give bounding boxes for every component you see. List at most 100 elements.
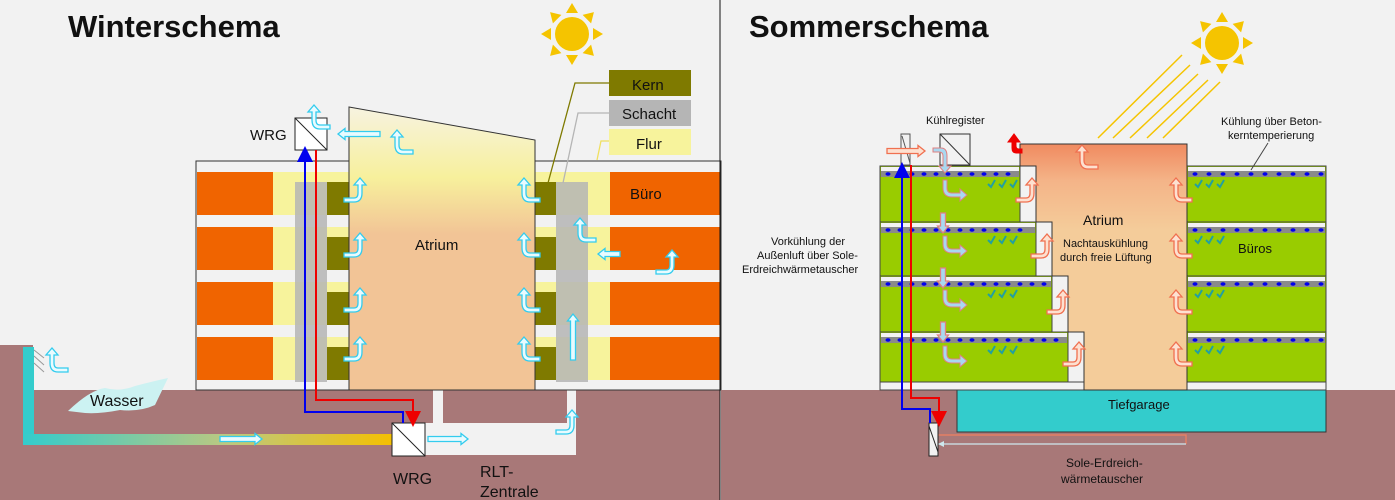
summer-title: Sommerschema <box>749 9 989 44</box>
sun-ray <box>1200 21 1212 33</box>
nacht-label-1: Nachtauskühlung <box>1063 238 1148 250</box>
cooling-pipe-dot <box>1262 338 1268 342</box>
air-arrow-icon <box>942 289 968 313</box>
cooling-pipe-dot <box>1192 172 1198 176</box>
concrete-slab <box>1188 227 1325 233</box>
air-arrow-icon <box>936 321 950 344</box>
winter-panel: Wasser Atrium Büro WRG WRG RLT- Zentrale <box>0 3 722 500</box>
floor-slab-top <box>881 333 1067 337</box>
supply-pipe-blue <box>297 146 404 423</box>
sun-ray <box>566 55 578 65</box>
bueros-label: Büros <box>1238 241 1272 256</box>
sun-ray <box>582 44 594 56</box>
cooling-pipe-dot <box>1304 338 1310 342</box>
sun-ray <box>541 28 551 40</box>
atrium-summer <box>1019 143 1188 391</box>
cooling-pipe-dot <box>1017 228 1023 232</box>
cooling-pipe-dot <box>1005 338 1011 342</box>
cooling-pipe-dot <box>1276 228 1282 232</box>
sun-ray <box>566 3 578 13</box>
air-arrow-icon <box>516 287 541 313</box>
cooling-pipe-dot <box>945 338 951 342</box>
air-arrow-icon <box>219 432 264 446</box>
cooling-pipe-dot <box>1234 282 1240 286</box>
cooling-pipe-dot <box>993 172 999 176</box>
cooling-pipe-dot <box>1262 228 1268 232</box>
cooling-pipe-dot <box>933 282 939 286</box>
cooling-pipe-dot <box>957 282 963 286</box>
cooling-arrow <box>1205 345 1214 355</box>
cooling-pipe-dot <box>1041 338 1047 342</box>
cooling-pipe-dot <box>885 172 891 176</box>
core <box>535 182 556 215</box>
air-arrow-icon <box>1015 177 1040 203</box>
cooling-pipe-dot <box>1192 228 1198 232</box>
water-shape <box>68 378 168 414</box>
office-room <box>610 282 720 325</box>
air-arrow-icon <box>343 287 368 313</box>
kuehlung-label-2: kerntemperierung <box>1228 130 1314 142</box>
cooling-pipe-dot <box>1276 338 1282 342</box>
sun-ray <box>1232 53 1244 65</box>
cooling-pipe-dot <box>885 282 891 286</box>
cooling-arrow <box>1205 179 1214 189</box>
cooling-arrow <box>998 179 1007 189</box>
kuehlung-label-1: Kühlung über Beton- <box>1221 116 1322 128</box>
cooling-pipe-dot <box>1248 172 1254 176</box>
vork-label-1: Vorkühlung der <box>771 236 845 248</box>
cooling-pipe-dot <box>1017 338 1023 342</box>
cooling-arrow <box>1009 289 1018 299</box>
floor-slab-top <box>881 277 1051 281</box>
sole-label-2: wärmetauscher <box>1060 472 1143 486</box>
cooling-pipe-dot <box>1017 282 1023 286</box>
cooling-arrow <box>1194 235 1203 245</box>
cooling-pipe-dot <box>993 282 999 286</box>
air-arrow-icon <box>516 232 541 258</box>
office-room <box>610 172 720 215</box>
air-arrow-icon <box>343 232 368 258</box>
summer-building <box>879 165 1327 391</box>
cooling-pipe-dot <box>1005 172 1011 176</box>
air-arrow-icon <box>44 347 69 373</box>
water-pipe-horizontal <box>23 434 395 445</box>
office-room <box>610 337 720 380</box>
cooling-arrow <box>987 179 996 189</box>
floor-slab-top <box>881 167 1019 171</box>
cooling-pipe-dot <box>1290 338 1296 342</box>
cooling-pipe-dot <box>1318 228 1324 232</box>
core <box>327 347 349 380</box>
air-arrow-icon <box>389 129 414 155</box>
air-arrow-icon <box>942 235 968 259</box>
cooling-pipe-dot <box>1262 282 1268 286</box>
cooling-arrow <box>1205 235 1214 245</box>
air-arrow-icon <box>516 177 541 203</box>
cooling-pipe-dot <box>1234 228 1240 232</box>
office-room <box>197 227 273 270</box>
cooling-arrow <box>1194 345 1203 355</box>
cooling-pipe-dot <box>1318 172 1324 176</box>
cooling-pipe-dot <box>1262 172 1268 176</box>
cooling-pipe-dot <box>969 282 975 286</box>
supply-pipe-blue-summer <box>894 162 931 423</box>
air-arrow-icon <box>1062 341 1087 367</box>
cooling-pipe-dot <box>969 228 975 232</box>
core <box>327 237 349 270</box>
cooling-pipe-dot <box>933 172 939 176</box>
winter-air-arrows <box>44 104 680 446</box>
cooling-arrow <box>1216 289 1225 299</box>
office-room <box>610 227 720 270</box>
cooling-pipe-dot <box>921 338 927 342</box>
core <box>535 347 556 380</box>
air-arrow-icon <box>427 432 470 446</box>
cooling-pipe-dot <box>1276 172 1282 176</box>
cooling-pipe-dot <box>1005 228 1011 232</box>
return-pipe-red-summer <box>910 165 947 427</box>
cooling-arrow <box>1009 179 1018 189</box>
air-arrow-icon <box>306 104 331 130</box>
legend-schacht-label: Schacht <box>622 106 677 123</box>
kuehlung-pointer <box>1250 142 1269 171</box>
air-arrow-icon <box>1168 177 1193 203</box>
sun-ray <box>582 12 594 24</box>
